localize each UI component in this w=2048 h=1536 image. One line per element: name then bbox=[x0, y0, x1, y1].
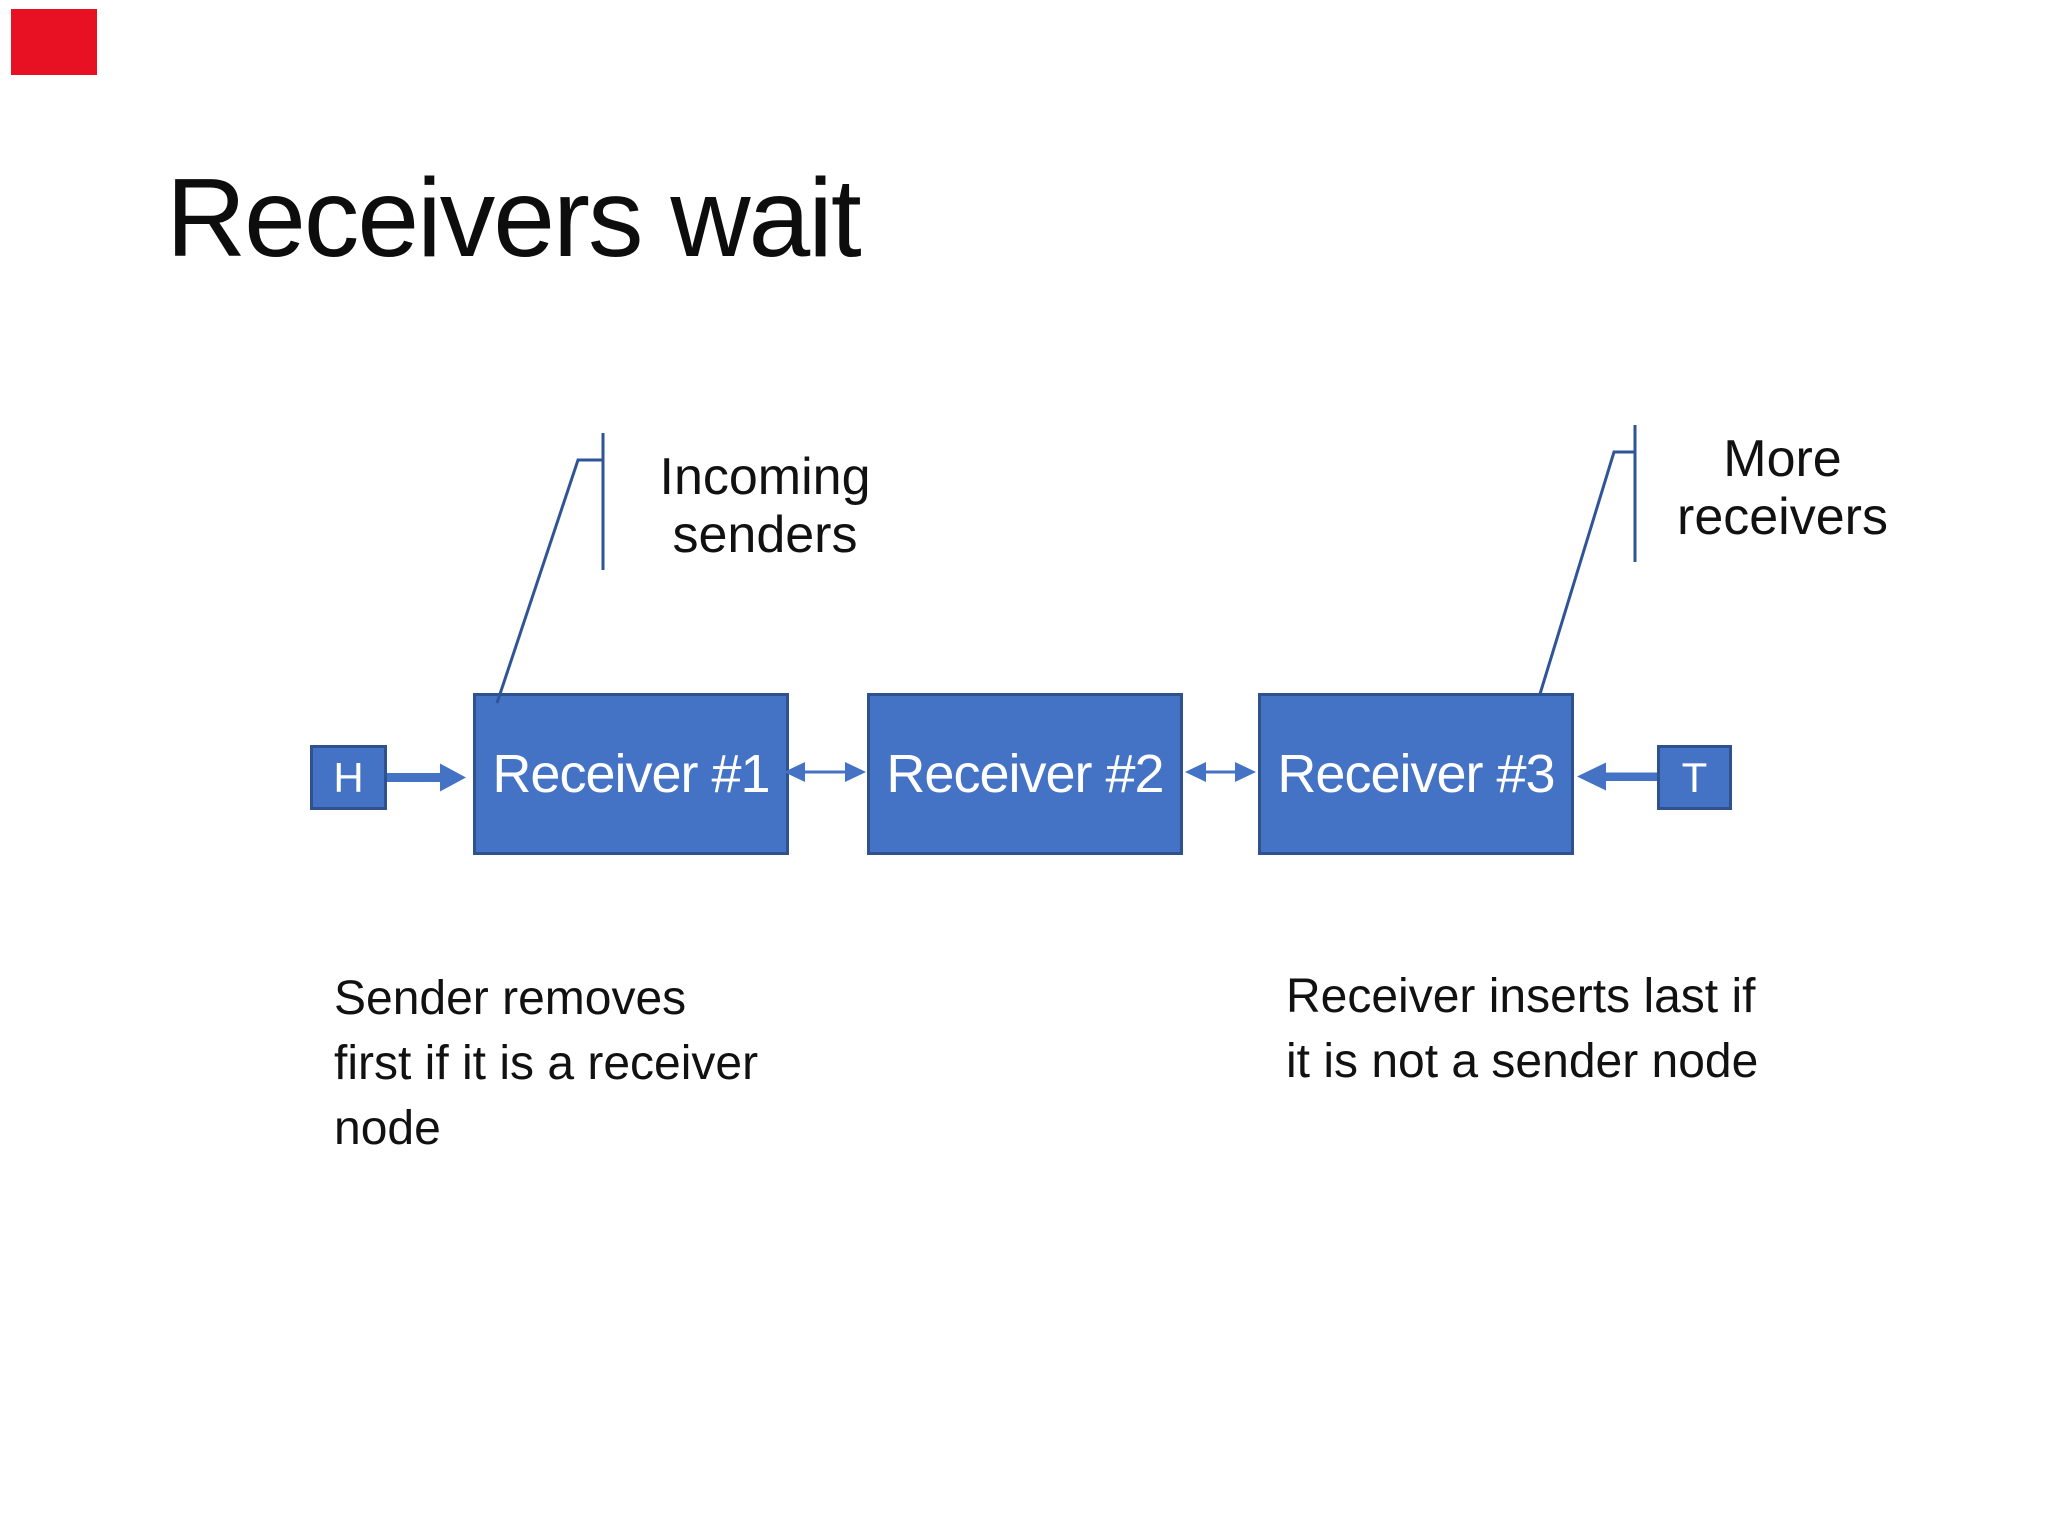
link-arrow-2-3 bbox=[1185, 762, 1256, 782]
node-receiver-1-label: Receiver #1 bbox=[492, 744, 770, 804]
link-arrow-1-2 bbox=[784, 762, 866, 782]
head-pointer-box: H bbox=[310, 745, 387, 810]
node-receiver-3-label: Receiver #3 bbox=[1277, 744, 1555, 804]
recording-marker bbox=[11, 9, 97, 75]
more-receivers-label: More receivers bbox=[1650, 430, 1915, 546]
incoming-senders-line1: Incoming bbox=[659, 448, 871, 506]
incoming-senders-label: Incoming senders bbox=[630, 448, 900, 564]
slide-title: Receivers wait bbox=[166, 156, 862, 280]
more-receivers-line1: More bbox=[1723, 430, 1842, 488]
node-receiver-3: Receiver #3 bbox=[1258, 693, 1574, 855]
note-sender-removes-line2: first if it is a receiver bbox=[334, 1037, 759, 1090]
head-pointer-label: H bbox=[333, 753, 364, 801]
tail-arrow bbox=[1577, 762, 1657, 791]
more-receivers-line2: receivers bbox=[1677, 488, 1888, 546]
incoming-senders-line2: senders bbox=[672, 506, 858, 564]
note-sender-removes-line3: node bbox=[334, 1102, 441, 1155]
tail-pointer-box: T bbox=[1657, 745, 1732, 810]
node-receiver-2-label: Receiver #2 bbox=[886, 744, 1164, 804]
more-receivers-callout-line bbox=[1538, 425, 1637, 695]
tail-pointer-label: T bbox=[1681, 753, 1708, 801]
node-receiver-2: Receiver #2 bbox=[867, 693, 1183, 855]
note-sender-removes-line1: Sender removes bbox=[334, 972, 687, 1025]
node-receiver-1: Receiver #1 bbox=[473, 693, 789, 855]
note-receiver-inserts: Receiver inserts last if it is not a sen… bbox=[1286, 964, 1758, 1094]
note-receiver-inserts-line2: it is not a sender node bbox=[1286, 1035, 1759, 1088]
head-arrow bbox=[387, 763, 466, 792]
incoming-senders-callout-line bbox=[495, 433, 605, 704]
note-sender-removes: Sender removes first if it is a receiver… bbox=[334, 966, 758, 1161]
note-receiver-inserts-line1: Receiver inserts last if bbox=[1286, 970, 1756, 1023]
